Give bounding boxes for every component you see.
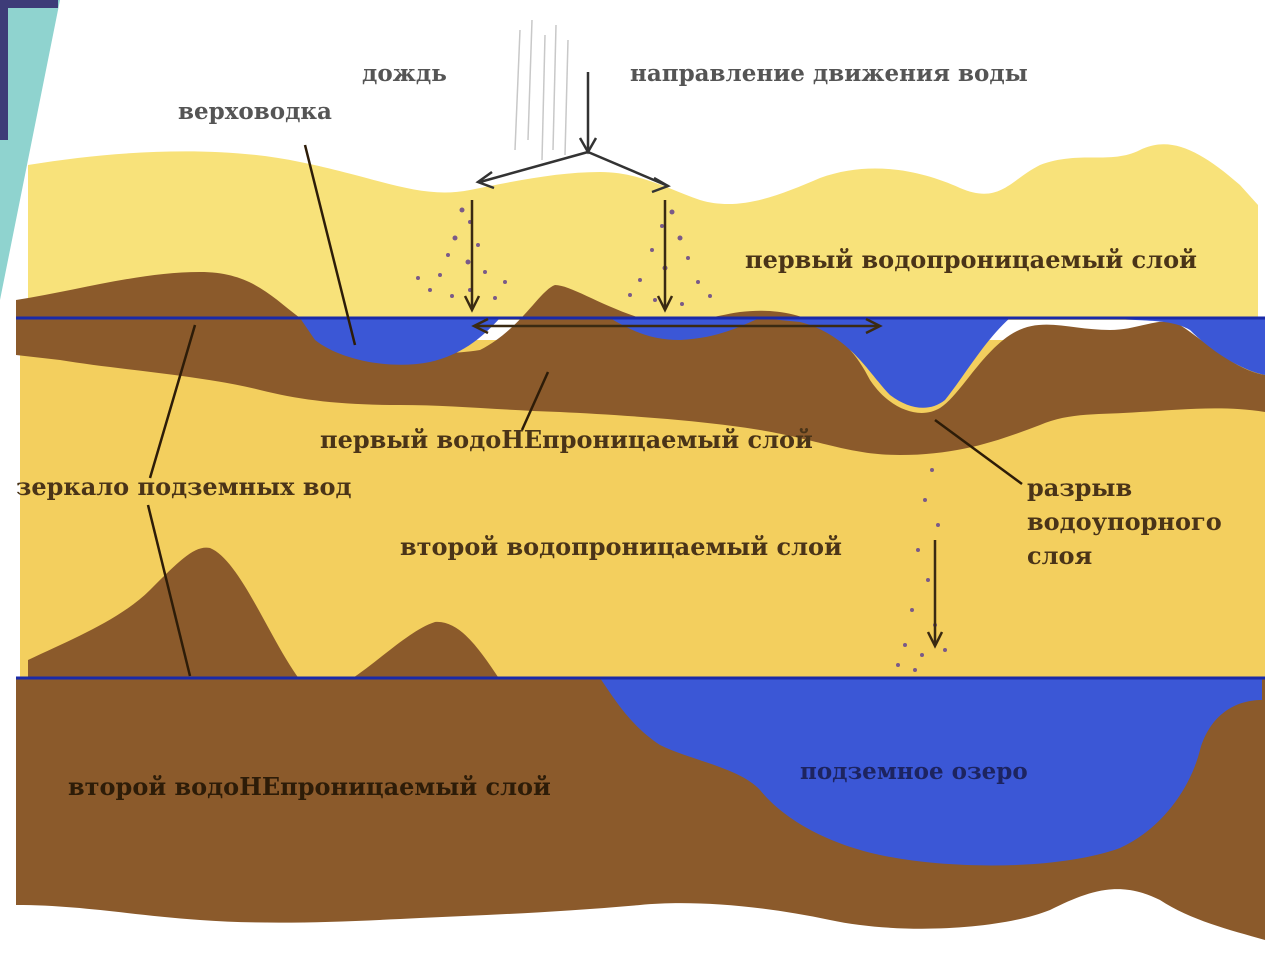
label-first-impermeable: первый водоНЕпроницаемый слой [320,428,813,452]
label-water-table: зеркало подземных вод [16,475,352,499]
rain-streaks [515,20,568,160]
label-underground-lake: подземное озеро [800,760,1028,783]
label-aquitard-break-3: слоя [1027,544,1092,568]
label-second-impermeable: второй водоНЕпроницаемый слой [68,775,551,799]
label-aquitard-break-1: разрыв [1027,476,1132,500]
label-rain: дождь [362,62,447,85]
label-first-permeable: первый водопроницаемый слой [745,248,1197,272]
label-aquitard-break-2: водоупорного [1027,510,1222,534]
label-perched-water: верховодка [178,100,332,123]
label-water-direction: направление движения воды [630,62,1028,85]
label-second-permeable: второй водопроницаемый слой [400,535,842,559]
